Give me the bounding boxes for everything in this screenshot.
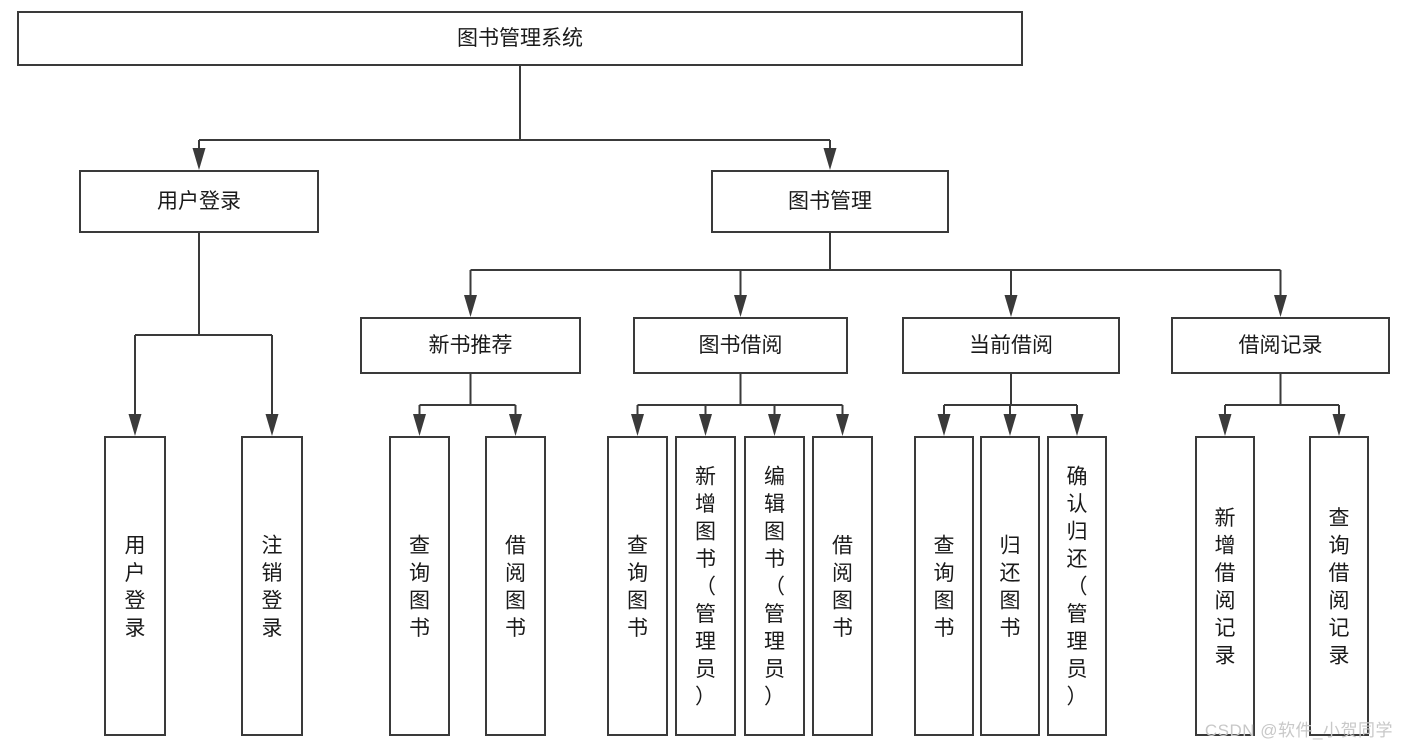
- node-box-leaf-cb-confirm[interactable]: [1046, 435, 1108, 737]
- node-leaf-user-login[interactable]: 用户登录: [103, 435, 167, 737]
- arrow-head-icon: [464, 295, 477, 317]
- node-label-leaf-user-logout: 注销登录: [262, 534, 283, 640]
- node-box-leaf-cb-return[interactable]: [979, 435, 1041, 737]
- connector-group-current-borrow: [937, 373, 1084, 436]
- node-book-manage[interactable]: 图书管理: [710, 169, 950, 234]
- connector-group-book-manage: [464, 232, 1287, 317]
- arrow-head-icon: [265, 414, 279, 436]
- node-box-book-borrow[interactable]: [632, 316, 849, 375]
- node-leaf-cb-return[interactable]: 归还图书: [979, 435, 1041, 737]
- arrow-head-icon: [1003, 414, 1017, 436]
- node-leaf-rec-query[interactable]: 查询图书: [388, 435, 451, 737]
- node-box-book-manage[interactable]: [710, 169, 950, 234]
- node-leaf-bb-add[interactable]: 新增图书（管理员）: [674, 435, 737, 737]
- node-label-leaf-bb-borrow: 借阅图书: [832, 534, 853, 640]
- arrow-head-icon: [1332, 414, 1346, 436]
- node-label-leaf-rec-borrow: 借阅图书: [505, 534, 526, 640]
- node-label-book-borrow: 图书借阅: [699, 334, 783, 357]
- node-root[interactable]: 图书管理系统: [16, 10, 1024, 67]
- node-borrow-record[interactable]: 借阅记录: [1170, 316, 1391, 375]
- node-box-current-borrow[interactable]: [901, 316, 1121, 375]
- connector-layer: [128, 65, 1346, 436]
- arrow-head-icon: [1218, 414, 1232, 436]
- node-leaf-rec-borrow[interactable]: 借阅图书: [484, 435, 547, 737]
- node-box-leaf-br-add[interactable]: [1194, 435, 1256, 737]
- node-leaf-user-logout[interactable]: 注销登录: [240, 435, 304, 737]
- node-label-leaf-br-add: 新增借阅记录: [1215, 507, 1236, 668]
- connector-group-user-login: [128, 232, 279, 436]
- connector-group-book-borrow: [631, 373, 849, 436]
- arrow-head-icon: [1070, 414, 1084, 436]
- node-label-borrow-record: 借阅记录: [1239, 334, 1323, 357]
- node-box-leaf-user-login[interactable]: [103, 435, 167, 737]
- node-label-leaf-br-query: 查询借阅记录: [1329, 507, 1350, 668]
- node-current-borrow[interactable]: 当前借阅: [901, 316, 1121, 375]
- node-label-leaf-cb-query: 查询图书: [934, 534, 955, 640]
- node-label-leaf-cb-return: 归还图书: [1000, 534, 1021, 640]
- node-label-user-login: 用户登录: [157, 190, 241, 213]
- node-leaf-cb-confirm[interactable]: 确认归还（管理员）: [1046, 435, 1108, 737]
- node-label-leaf-bb-add: 新增图书（管理员）: [695, 466, 716, 709]
- arrow-head-icon: [734, 295, 747, 317]
- node-book-borrow[interactable]: 图书借阅: [632, 316, 849, 375]
- arrow-head-icon: [823, 148, 837, 170]
- node-box-leaf-bb-edit[interactable]: [743, 435, 806, 737]
- node-box-leaf-bb-borrow[interactable]: [811, 435, 874, 737]
- arrow-head-icon: [192, 148, 206, 170]
- node-box-user-login[interactable]: [78, 169, 320, 234]
- connector-group-root: [192, 65, 837, 170]
- connector-group-new-book-rec: [413, 373, 522, 436]
- arrow-head-icon: [128, 414, 142, 436]
- node-box-leaf-br-query[interactable]: [1308, 435, 1370, 737]
- node-box-root[interactable]: [16, 10, 1024, 67]
- node-leaf-bb-borrow[interactable]: 借阅图书: [811, 435, 874, 737]
- node-new-book-rec[interactable]: 新书推荐: [359, 316, 582, 375]
- node-label-leaf-cb-confirm: 确认归还（管理员）: [1067, 466, 1088, 709]
- node-leaf-bb-query[interactable]: 查询图书: [606, 435, 669, 737]
- node-box-leaf-rec-borrow[interactable]: [484, 435, 547, 737]
- node-box-leaf-rec-query[interactable]: [388, 435, 451, 737]
- node-box-new-book-rec[interactable]: [359, 316, 582, 375]
- node-label-leaf-rec-query: 查询图书: [409, 534, 430, 640]
- arrow-head-icon: [509, 414, 522, 436]
- arrow-head-icon: [768, 414, 781, 436]
- arrow-head-icon: [413, 414, 426, 436]
- node-leaf-cb-query[interactable]: 查询图书: [913, 435, 975, 737]
- arrow-head-icon: [699, 414, 712, 436]
- node-box-leaf-cb-query[interactable]: [913, 435, 975, 737]
- node-box-leaf-bb-add[interactable]: [674, 435, 737, 737]
- arrow-head-icon: [1004, 295, 1018, 317]
- arrow-head-icon: [937, 414, 951, 436]
- connector-group-borrow-record: [1218, 373, 1346, 436]
- node-label-leaf-bb-query: 查询图书: [627, 534, 648, 640]
- node-layer: 图书管理系统用户登录图书管理新书推荐图书借阅当前借阅借阅记录用户登录注销登录查询…: [16, 10, 1391, 737]
- node-label-new-book-rec: 新书推荐: [429, 334, 513, 357]
- node-box-leaf-user-logout[interactable]: [240, 435, 304, 737]
- watermark-label: CSDN @软件_小贺同学: [1204, 721, 1393, 740]
- node-leaf-bb-edit[interactable]: 编辑图书（管理员）: [743, 435, 806, 737]
- node-user-login[interactable]: 用户登录: [78, 169, 320, 234]
- node-box-leaf-bb-query[interactable]: [606, 435, 669, 737]
- node-box-borrow-record[interactable]: [1170, 316, 1391, 375]
- node-label-book-manage: 图书管理: [788, 190, 872, 213]
- node-leaf-br-query[interactable]: 查询借阅记录: [1308, 435, 1370, 737]
- node-label-leaf-bb-edit: 编辑图书（管理员）: [764, 466, 785, 709]
- node-label-root: 图书管理系统: [457, 27, 583, 50]
- arrow-head-icon: [836, 414, 849, 436]
- node-label-leaf-user-login: 用户登录: [125, 534, 146, 640]
- node-label-current-borrow: 当前借阅: [969, 334, 1053, 357]
- node-leaf-br-add[interactable]: 新增借阅记录: [1194, 435, 1256, 737]
- arrow-head-icon: [1274, 295, 1287, 317]
- arrow-head-icon: [631, 414, 644, 436]
